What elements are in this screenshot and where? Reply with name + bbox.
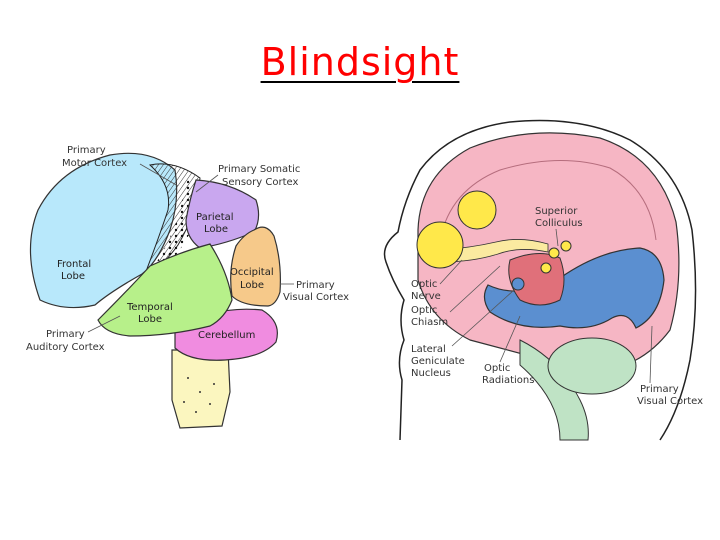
eye-lower bbox=[416, 221, 464, 269]
lateral-brain-diagram: Primary Motor Cortex Primary Somatic Sen… bbox=[26, 145, 349, 429]
label-parietal-2: Lobe bbox=[204, 224, 228, 235]
label-cerebellum: Cerebellum bbox=[198, 330, 255, 341]
label-primary-motor-cortex-2: Motor Cortex bbox=[62, 158, 127, 169]
label-temporal-2: Lobe bbox=[138, 314, 162, 325]
eye-upper bbox=[457, 190, 497, 230]
superior-colliculus-dot-2 bbox=[560, 240, 572, 252]
label-right-visual-cortex-1: Primary bbox=[640, 384, 679, 395]
label-occipital-1: Occipital bbox=[230, 267, 274, 278]
cerebellum-green bbox=[547, 337, 637, 395]
parietal-lobe-shape bbox=[185, 179, 260, 249]
label-somatic-sensory-1: Primary Somatic bbox=[218, 164, 300, 175]
optic-pathway bbox=[439, 239, 549, 263]
label-optic-nerve-2: Nerve bbox=[411, 291, 441, 302]
temporal-lobe-shape bbox=[97, 243, 233, 337]
label-lgn-1: Lateral bbox=[411, 344, 446, 355]
label-optic-nerve-1: Optic bbox=[411, 279, 437, 290]
label-left-visual-cortex-2: Visual Cortex bbox=[283, 292, 349, 303]
brainstem-shape bbox=[171, 349, 231, 429]
superior-colliculus-dot-1 bbox=[548, 247, 560, 259]
label-primary-motor-cortex-1: Primary bbox=[67, 145, 106, 156]
label-superior-colliculus-2: Colliculus bbox=[535, 218, 583, 229]
label-optic-chiasm-2: Chiasm bbox=[411, 317, 448, 328]
label-occipital-2: Lobe bbox=[240, 280, 264, 291]
label-optic-chiasm-1: Optic bbox=[411, 305, 437, 316]
label-optic-radiations-2: Radiations bbox=[482, 375, 534, 386]
head-outline bbox=[383, 119, 697, 441]
label-right-visual-cortex-2: Visual Cortex bbox=[637, 396, 703, 407]
label-somatic-sensory-2: Sensory Cortex bbox=[222, 177, 298, 188]
label-optic-radiations-1: Optic bbox=[484, 363, 510, 374]
label-frontal-1: Frontal bbox=[57, 259, 91, 270]
label-parietal-1: Parietal bbox=[196, 212, 234, 223]
visual-pathway-diagram: Superior Colliculus Optic Nerve Optic Ch… bbox=[383, 119, 703, 441]
label-superior-colliculus-1: Superior bbox=[535, 206, 578, 217]
optic-radiations-blue bbox=[483, 247, 665, 329]
label-frontal-2: Lobe bbox=[61, 271, 85, 282]
superior-colliculus-dot-3 bbox=[540, 262, 552, 274]
label-left-visual-cortex-1: Primary bbox=[296, 280, 335, 291]
occipital-lobe-shape bbox=[230, 226, 281, 307]
label-auditory-cortex-2: Auditory Cortex bbox=[26, 342, 105, 353]
lateral-geniculate-nucleus bbox=[511, 277, 525, 291]
label-temporal-1: Temporal bbox=[126, 302, 173, 313]
label-lgn-3: Nucleus bbox=[411, 368, 451, 379]
slide-title: Blindsight bbox=[260, 40, 460, 84]
label-lgn-2: Geniculate bbox=[411, 356, 465, 367]
label-auditory-cortex-1: Primary bbox=[46, 329, 85, 340]
